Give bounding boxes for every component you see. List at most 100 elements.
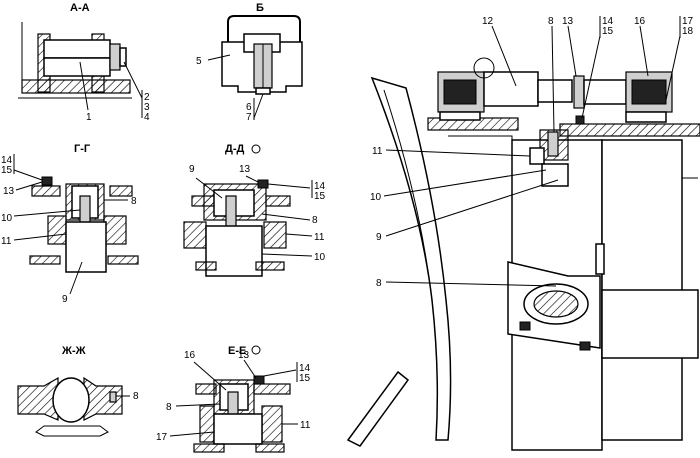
b-label-6: 6 xyxy=(246,102,252,113)
main-label-16: 16 xyxy=(634,16,646,27)
ee-label-14: 14 xyxy=(299,363,311,374)
section-ee-title: Е-Е xyxy=(228,345,246,357)
aa-nut xyxy=(109,43,121,71)
dd-lever-right xyxy=(263,221,287,249)
section-gg: Г-Г 14 15 13 8 10 11 9 xyxy=(1,143,139,305)
ee-label-13: 13 xyxy=(238,350,250,361)
ee-right-wall xyxy=(261,405,283,443)
main-label-8-bottom: 8 xyxy=(376,278,382,289)
main-pivot-lever xyxy=(529,147,545,165)
main-motor-band xyxy=(631,79,667,105)
ee-view-marker xyxy=(251,345,261,355)
main-lower-clamp-bore xyxy=(533,290,579,318)
gg-label-11: 11 xyxy=(1,236,12,247)
main-top-nut xyxy=(575,115,585,125)
main-cylinder-rod xyxy=(483,71,539,107)
main-label-8-top: 8 xyxy=(548,16,554,27)
main-label-15: 15 xyxy=(602,26,614,37)
main-coupling xyxy=(537,79,573,103)
main-flange xyxy=(573,75,585,109)
main-pivot-pin xyxy=(541,163,569,187)
aa-label-3: 3 xyxy=(144,102,150,113)
gg-label-15: 15 xyxy=(1,165,13,176)
zhzh-fitting xyxy=(109,391,117,403)
ee-lower-plate-left xyxy=(193,443,225,453)
ee-upper-plate-left xyxy=(195,383,217,395)
main-label-9: 9 xyxy=(376,232,382,243)
gg-label-10: 10 xyxy=(1,213,13,224)
ee-lower-plate-right xyxy=(255,443,285,453)
dd-lower-plate-right xyxy=(255,261,285,271)
main-block-right xyxy=(601,289,699,359)
gg-lower-plate-right xyxy=(107,255,139,265)
dd-label-8: 8 xyxy=(312,215,318,226)
dd-view-marker xyxy=(251,144,261,154)
section-aa-title: А-А xyxy=(70,2,90,14)
main-cylinder-base xyxy=(439,111,481,121)
b-nut xyxy=(255,87,271,95)
section-ee: Е-Е 16 13 14 15 8 11 17 xyxy=(156,345,311,453)
ee-label-11: 11 xyxy=(300,420,311,431)
main-lower-nut-left xyxy=(519,321,531,331)
b-handle xyxy=(227,15,301,42)
section-dd-title: Д-Д xyxy=(225,143,244,155)
section-b: Б 5 6 7 xyxy=(196,2,303,123)
gg-pin xyxy=(65,221,107,273)
ee-nut xyxy=(253,375,265,385)
section-zhzh: Ж-Ж 8 xyxy=(17,345,139,437)
aa-label-1: 1 xyxy=(86,112,92,123)
aa-axle-top xyxy=(43,39,111,59)
main-label-17: 17 xyxy=(682,16,694,27)
section-b-title: Б xyxy=(256,2,264,14)
ee-pin xyxy=(213,413,263,445)
dd-lower-plate-left xyxy=(195,261,217,271)
main-label-10: 10 xyxy=(370,192,382,203)
dd-label-13: 13 xyxy=(239,164,251,175)
gg-lower-plate-left xyxy=(29,255,61,265)
main-cylinder-band xyxy=(443,79,477,105)
aa-base-plate xyxy=(21,79,131,94)
main-blade xyxy=(370,76,452,441)
gg-upper-plate-right xyxy=(109,185,133,197)
main-cylinder-eye xyxy=(473,57,495,79)
ee-label-17: 17 xyxy=(156,432,168,443)
dd-lever-left xyxy=(183,221,207,249)
gg-label-14: 14 xyxy=(1,155,13,166)
aa-washer xyxy=(119,47,127,67)
dd-upper-plate-right xyxy=(265,195,291,207)
main-label-14: 14 xyxy=(602,16,614,27)
dd-label-9: 9 xyxy=(189,164,195,175)
zhzh-label-8: 8 xyxy=(133,391,139,402)
gg-nut xyxy=(41,176,53,186)
main-pivot-bolt xyxy=(547,131,559,157)
b-label-7: 7 xyxy=(246,112,252,123)
section-aa: А-А 1 2 3 4 xyxy=(18,2,150,123)
main-side-bolt xyxy=(595,243,605,275)
ee-upper-plate-right xyxy=(253,383,291,395)
dd-label-14: 14 xyxy=(314,181,326,192)
aa-axle-bottom xyxy=(43,57,111,77)
ee-label-16: 16 xyxy=(184,350,196,361)
section-zhzh-title: Ж-Ж xyxy=(61,345,86,357)
gg-label-13: 13 xyxy=(3,186,15,197)
aa-label-2: 2 xyxy=(144,92,150,103)
dd-label-11: 11 xyxy=(314,232,325,243)
dd-nut xyxy=(257,179,269,189)
main-shaft xyxy=(583,79,627,105)
dd-label-10: 10 xyxy=(314,252,326,263)
main-label-13: 13 xyxy=(562,16,574,27)
main-beam-right xyxy=(559,123,700,137)
ee-label-8: 8 xyxy=(166,402,172,413)
main-frame-edge xyxy=(448,135,513,440)
zhzh-left-housing xyxy=(17,376,59,421)
section-dd: Д-Д 9 13 14 15 8 11 10 xyxy=(183,143,326,277)
main-lower-nut-right xyxy=(579,341,591,351)
aa-label-4: 4 xyxy=(144,112,150,123)
gg-label-9: 9 xyxy=(62,294,68,305)
zhzh-seal xyxy=(35,425,109,437)
section-gg-title: Г-Г xyxy=(74,143,91,155)
gg-lever-left xyxy=(47,215,67,245)
ee-left-wall xyxy=(199,405,215,443)
gg-upper-plate-left xyxy=(31,185,61,197)
main-skid xyxy=(346,370,410,447)
